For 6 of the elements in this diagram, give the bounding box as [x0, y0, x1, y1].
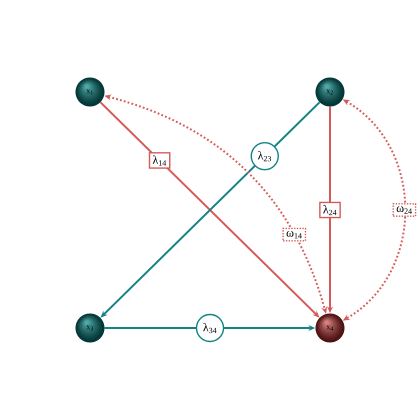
edge-label: λ$_{24}$: [319, 202, 341, 218]
edge-label: λ$_{23}$: [250, 142, 279, 170]
edge-label: λ$_{14}$: [148, 152, 170, 169]
edge-label: ω$_{14}$: [282, 228, 306, 242]
edge-label: ω$_{24}$: [392, 203, 416, 217]
edge-label: λ$_{34}$: [196, 314, 224, 342]
